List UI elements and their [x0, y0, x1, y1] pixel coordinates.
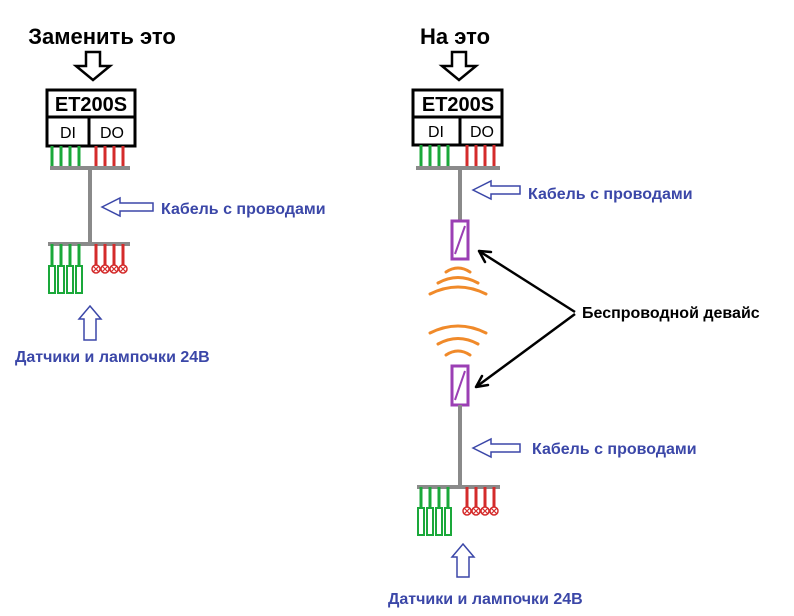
wireless-pointer-arrows	[474, 249, 576, 389]
left-devices-label: Датчики и лампочки 24В	[15, 349, 210, 366]
sensor-icon	[66, 265, 74, 294]
left-cable-arrow-icon	[100, 196, 154, 218]
right-module-terminals	[416, 145, 500, 170]
right-title: На это	[420, 24, 490, 49]
left-title: Заменить это	[28, 24, 176, 49]
right-cable-top-arrow-icon	[471, 179, 521, 201]
right-cable-top-label: Кабель с проводами	[528, 186, 693, 203]
left-cable-label: Кабель с проводами	[161, 201, 326, 218]
wireless-device-bottom	[450, 364, 470, 407]
right-et200s-module: ET200S DI DO	[411, 88, 504, 147]
lamp-icon	[489, 506, 499, 516]
sensor-icon	[444, 507, 452, 536]
lamp-icon	[471, 506, 481, 516]
sensor-icon	[426, 507, 434, 536]
left-module-terminals	[50, 146, 130, 170]
sensor-icon	[57, 265, 65, 294]
lamp-icon	[480, 506, 490, 516]
lamp-icon	[100, 264, 110, 274]
right-cable-bottom-label: Кабель с проводами	[532, 441, 697, 458]
right-devices-up-arrow-icon	[450, 542, 476, 578]
left-module-di-label: DI	[60, 125, 76, 142]
wireless-device-top	[450, 219, 470, 261]
left-devices-up-arrow-icon	[77, 304, 103, 341]
right-devices-label: Датчики и лампочки 24В	[388, 591, 583, 608]
right-module-di-label: DI	[428, 124, 444, 141]
wireless-signal-up-icon	[428, 324, 488, 357]
sensor-icon	[75, 265, 83, 294]
left-diagram: Заменить это ET200S DI DO Каб	[15, 24, 326, 366]
right-diagram: На это ET200S DI DO Кабель с проводами	[388, 24, 760, 608]
lamp-icon	[118, 264, 128, 274]
sensor-icon	[417, 507, 425, 536]
left-module-do-label: DO	[100, 125, 124, 142]
sensor-icon	[435, 507, 443, 536]
right-title-down-arrow-icon	[438, 50, 480, 82]
left-module-name: ET200S	[55, 94, 127, 116]
lamp-icon	[462, 506, 472, 516]
right-module-do-label: DO	[470, 124, 494, 141]
wireless-signal-down-icon	[428, 266, 488, 296]
lamp-icon	[109, 264, 119, 274]
right-cable-bottom-arrow-icon	[471, 437, 521, 459]
right-field-devices	[417, 485, 500, 536]
sensor-icon	[48, 265, 56, 294]
lamp-icon	[91, 264, 101, 274]
left-et200s-module: ET200S DI DO	[45, 88, 137, 148]
wireless-device-label: Беспроводной девайс	[582, 305, 760, 322]
right-module-name: ET200S	[422, 94, 494, 116]
left-field-devices	[48, 242, 130, 294]
left-title-down-arrow-icon	[72, 50, 114, 82]
